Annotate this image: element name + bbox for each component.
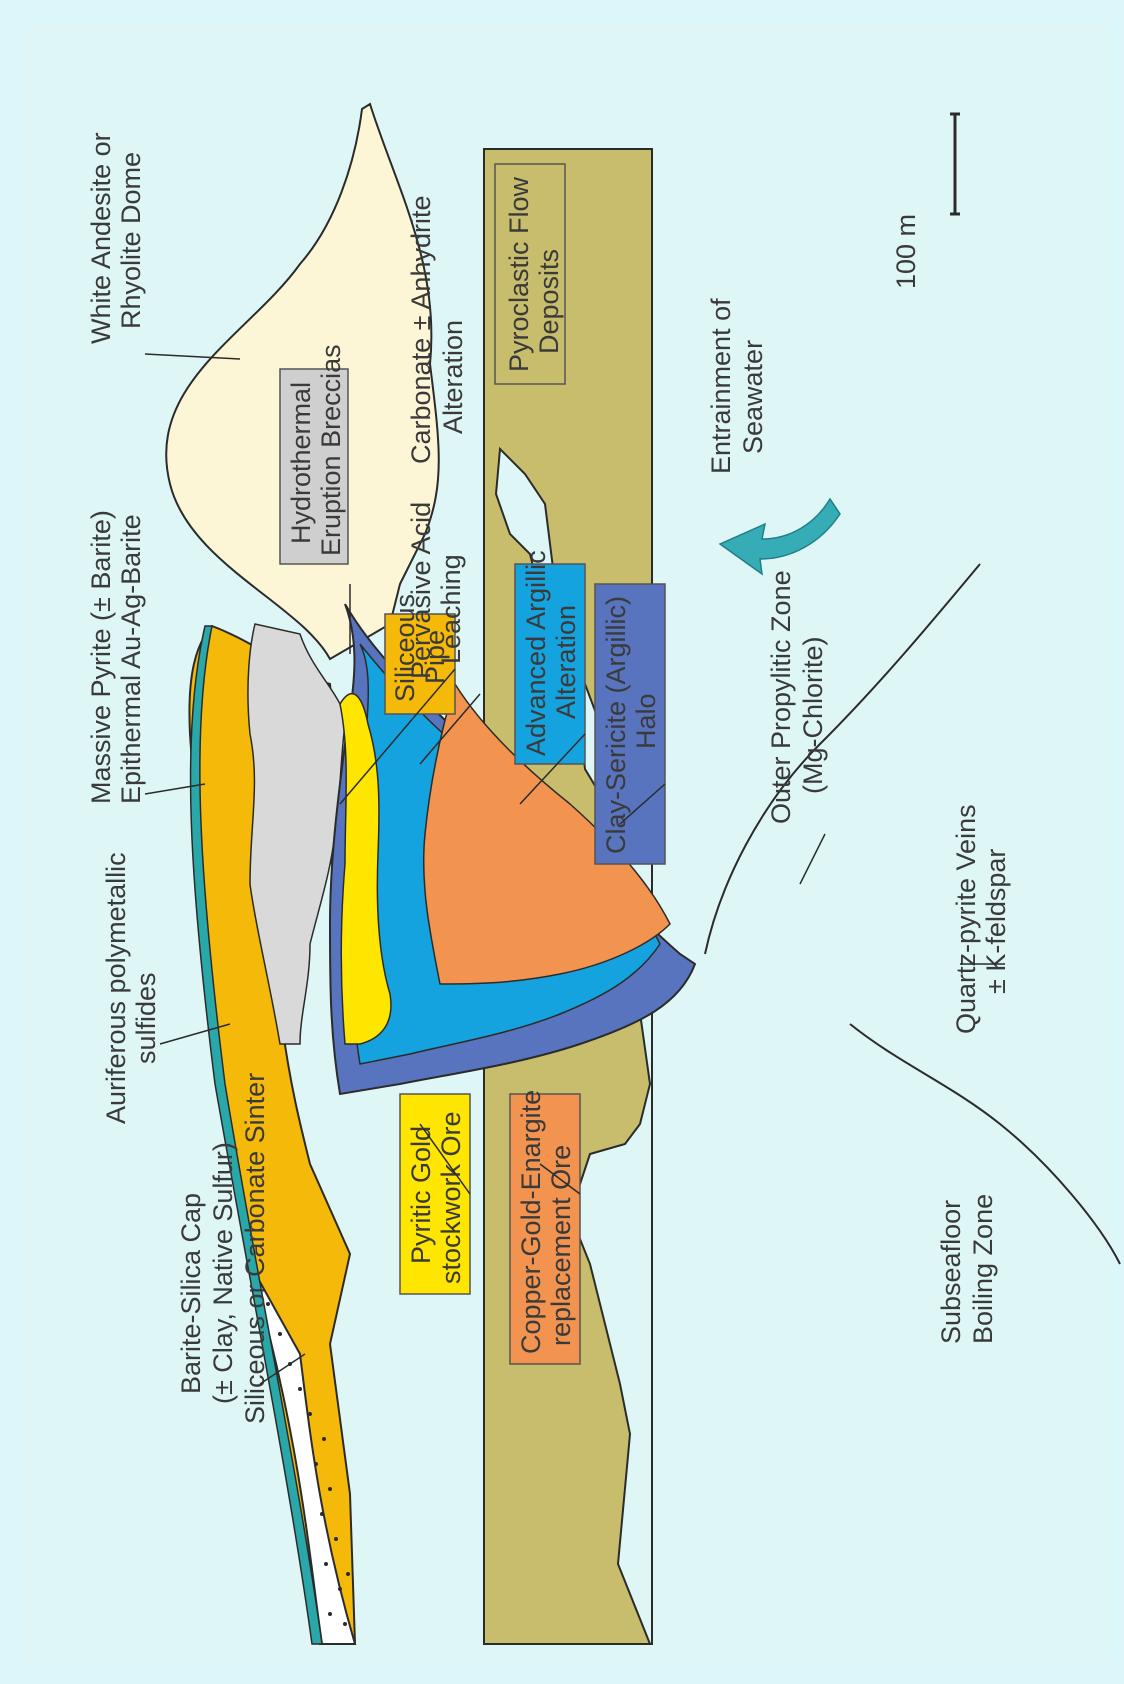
siliceous-pipe-line-2: Pipe — [420, 630, 450, 684]
carbonate-line-2: Alteration — [438, 320, 468, 434]
quartz-pyrite-line-2: ± K-feldspar — [981, 849, 1011, 994]
barite-cap-line-3: Siliceous or Carbonate Sinter — [240, 1073, 270, 1424]
subseafloor-line-1: Subseafloor — [936, 1200, 966, 1344]
seawater-line-1: Entrainment of — [706, 298, 736, 474]
seawater-line-2: Seawater — [738, 340, 768, 454]
siliceous-pipe-line-1: Siliceous — [390, 594, 420, 702]
subseafloor-line-2: Boiling Zone — [968, 1194, 998, 1344]
advanced-argillic-line-2: Alteration — [551, 605, 581, 719]
quartz-pyrite-line-1: Quartz-pyrite Veins — [951, 804, 981, 1034]
label-pyritic-gold: Pyritic Gold stockwork Ore — [406, 1111, 466, 1284]
copper-gold-line-2: replacement Ore — [546, 1145, 576, 1346]
massive-pyrite-line-1: Massive Pyrite (± Barite) — [86, 510, 116, 804]
clay-sericite-line-1: Clay-Sericite (Argillic) — [601, 596, 631, 854]
label-massive-pyrite: Massive Pyrite (± Barite) Epithermal Au-… — [86, 510, 146, 804]
massive-pyrite-line-2: Epithermal Au-Ag-Barite — [116, 514, 146, 804]
pyroclastic-line-2: Deposits — [534, 249, 564, 354]
breccias-line-2: Eruption Breccias — [316, 344, 346, 556]
copper-gold-line-1: Copper-Gold-Enargite — [516, 1090, 546, 1354]
scale-label: 100 m — [891, 214, 921, 289]
label-dome: White Andesite or Rhyolite Dome — [86, 132, 146, 344]
auriferous-line-1: Auriferous polymetallic — [101, 852, 131, 1124]
breccias-line-1: Hydrothermal — [286, 382, 316, 544]
barite-cap-line-1: Barite-Silica Cap — [176, 1193, 206, 1394]
clay-sericite-line-2: Halo — [631, 693, 661, 749]
dome-line-1: White Andesite or — [86, 132, 116, 344]
pyritic-gold-line-1: Pyritic Gold — [406, 1126, 436, 1264]
pyroclastic-line-1: Pyroclastic Flow — [504, 176, 534, 372]
pyritic-gold-line-2: stockwork Ore — [436, 1111, 466, 1284]
advanced-argillic-line-1: Advanced Argillic — [521, 550, 551, 756]
barite-cap-line-2: (± Clay, Native Sulfur) — [208, 1142, 238, 1404]
propylitic-line-1: Outer Propylitic Zone — [766, 570, 796, 824]
dome-line-2: Rhyolite Dome — [116, 152, 146, 329]
carbonate-line-1: Carbonate ± Anhydrite — [406, 196, 436, 464]
propylitic-line-2: (Mg-Chlorite) — [798, 636, 828, 794]
auriferous-line-2: sulfides — [131, 972, 161, 1064]
